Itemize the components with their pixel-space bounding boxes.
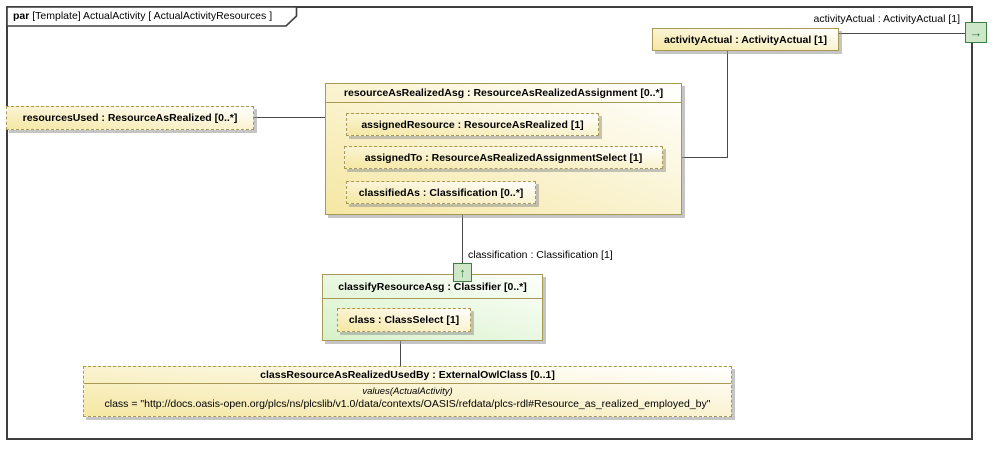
node-assignedto-label: assignedTo : ResourceAsRealizedAssignmen… <box>364 151 643 164</box>
diagram-frame <box>6 6 973 440</box>
node-activityactual-label: activityActual : ActivityActual [1] <box>664 33 827 46</box>
arrow-right-icon: → <box>969 25 983 40</box>
connector-label-activityactual[interactable]: activityActual : ActivityActual [1] <box>813 13 960 25</box>
node-resourceasrealizedasg[interactable]: resourceAsRealizedAsg : ResourceAsRealiz… <box>325 83 682 215</box>
node-assignedresource[interactable]: assignedResource : ResourceAsRealized [1… <box>346 113 599 136</box>
frame-tab-keyword: par <box>13 10 30 22</box>
connector-label-classification[interactable]: classification : Classification [1] <box>468 249 613 261</box>
node-classifyresourceasg[interactable]: classifyResourceAsg : Classifier [0..*] … <box>322 274 543 341</box>
frame-tab-label: par [Template] ActualActivity [ ActualAc… <box>13 6 272 26</box>
frame-tab-shape <box>6 6 298 27</box>
node-class[interactable]: class : ClassSelect [1] <box>337 308 471 332</box>
node-activityactual[interactable]: activityActual : ActivityActual [1] <box>652 28 839 51</box>
node-classifyresourceasg-title: classifyResourceAsg : Classifier [0..*] <box>323 275 542 299</box>
node-classresourceasrealizedusedby-value: class = "http://docs.oasis-open.org/plcs… <box>104 398 711 410</box>
node-classifiedas[interactable]: classifiedAs : Classification [0..*] <box>346 181 536 204</box>
connector-class-externalowlclass[interactable] <box>400 331 401 366</box>
node-assignedto[interactable]: assignedTo : ResourceAsRealizedAssignmen… <box>344 146 663 169</box>
port-activityactual[interactable]: → <box>965 22 987 43</box>
node-resourcesused-label: resourcesUsed : ResourceAsRealized [0..*… <box>22 112 238 124</box>
arrow-up-icon: ↑ <box>459 265 466 280</box>
port-classification[interactable]: ↑ <box>453 263 472 282</box>
node-resourceasrealizedasg-title: resourceAsRealizedAsg : ResourceAsRealiz… <box>326 84 681 103</box>
node-classresourceasrealizedusedby-stereotype: values(ActualActivity) <box>362 386 453 397</box>
connector-assignedto-activityactual-v[interactable] <box>727 51 728 158</box>
connector-activityactual-port[interactable] <box>839 33 965 34</box>
frame-tab-title: [Template] ActualActivity [ ActualActivi… <box>29 10 273 22</box>
node-classresourceasrealizedusedby-title: classResourceAsRealizedUsedBy : External… <box>84 367 731 384</box>
node-class-label: class : ClassSelect [1] <box>348 314 460 326</box>
connector-resourcesused-assignedresource[interactable] <box>254 117 345 118</box>
node-assignedresource-label: assignedResource : ResourceAsRealized [1… <box>361 118 584 131</box>
node-resourcesused[interactable]: resourcesUsed : ResourceAsRealized [0..*… <box>6 106 254 130</box>
frame-tab[interactable]: par [Template] ActualActivity [ ActualAc… <box>6 6 298 27</box>
node-classifiedas-label: classifiedAs : Classification [0..*] <box>358 186 524 199</box>
node-classresourceasrealizedusedby[interactable]: classResourceAsRealizedUsedBy : External… <box>83 366 732 417</box>
connector-assignedto-activityactual-h[interactable] <box>662 157 728 158</box>
connector-classifiedas-classifier[interactable] <box>462 203 463 265</box>
